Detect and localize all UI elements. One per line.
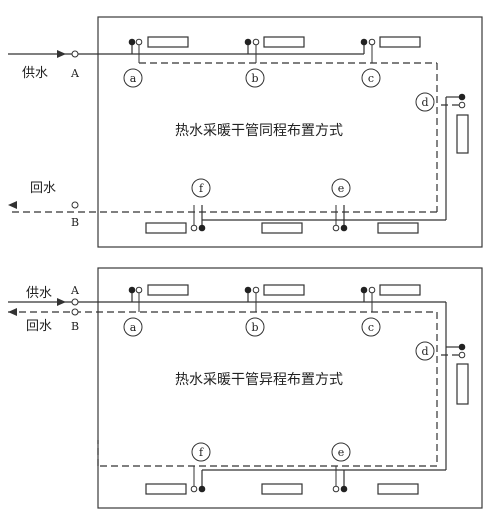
bottom-diagram: 供水 A 回水 B — [8, 267, 483, 509]
bottom-port-a — [71, 298, 79, 306]
bottom-marker-b — [245, 317, 265, 337]
bottom-radiator-f — [145, 466, 206, 495]
svg-text:f: f — [199, 182, 204, 195]
top-marker-a — [123, 68, 143, 88]
bottom-marker-d — [415, 341, 435, 361]
svg-text:a: a — [130, 321, 137, 334]
top-supply-label: 供水 — [22, 66, 48, 81]
top-supply-arrow — [57, 50, 66, 58]
bottom-marker-e — [331, 442, 351, 462]
bottom-radiator-c — [360, 284, 421, 312]
bottom-port-a-label: A — [70, 284, 80, 297]
top-port-a-label: A — [70, 67, 80, 80]
bottom-title: 热水采暖干管异程布置方式 — [175, 372, 343, 388]
bottom-supply-arrow — [57, 298, 66, 306]
top-marker-f — [191, 178, 211, 198]
svg-text:e: e — [338, 182, 345, 195]
top-radiator-middle — [261, 222, 303, 234]
top-building-outline — [97, 16, 483, 248]
top-radiator-a — [128, 36, 189, 63]
top-return-label: 回水 — [30, 181, 56, 196]
svg-text:d: d — [421, 96, 428, 109]
top-radiator-b — [244, 36, 305, 63]
bottom-return-label: 回水 — [26, 319, 52, 334]
svg-text:c: c — [368, 321, 374, 334]
top-port-a — [71, 50, 79, 58]
svg-text:b: b — [251, 72, 258, 85]
top-marker-e — [331, 178, 351, 198]
top-port-b — [71, 201, 79, 209]
bottom-radiator-a — [128, 284, 189, 312]
top-port-b-label: B — [71, 216, 79, 229]
bottom-return-arrow — [8, 308, 17, 316]
top-radiator-f — [145, 205, 206, 234]
svg-text:a: a — [130, 72, 137, 85]
top-radiator-c — [360, 36, 421, 63]
svg-text:f: f — [199, 446, 204, 459]
top-return-arrow — [8, 201, 17, 209]
bottom-marker-f — [191, 442, 211, 462]
bottom-radiator-e — [332, 466, 419, 495]
top-diagram: 供水 A — [8, 16, 483, 248]
top-marker-c — [361, 68, 381, 88]
top-marker-d — [415, 92, 435, 112]
bottom-radiator-b — [244, 284, 305, 312]
top-radiator-d — [437, 93, 469, 154]
top-title: 热水采暖干管同程布置方式 — [175, 123, 343, 139]
bottom-radiator-middle — [261, 483, 303, 495]
svg-text:b: b — [251, 321, 258, 334]
top-radiator-e — [332, 205, 419, 234]
bottom-marker-c — [361, 317, 381, 337]
bottom-building-outline — [97, 267, 483, 509]
bottom-marker-a — [123, 317, 143, 337]
svg-text:d: d — [421, 345, 428, 358]
bottom-radiator-d — [437, 343, 469, 405]
bottom-port-b-label: B — [71, 320, 79, 333]
bottom-port-b — [71, 308, 79, 316]
bottom-supply-label: 供水 — [26, 286, 52, 301]
svg-text:e: e — [338, 446, 345, 459]
top-marker-b — [245, 68, 265, 88]
svg-text:c: c — [368, 72, 374, 85]
